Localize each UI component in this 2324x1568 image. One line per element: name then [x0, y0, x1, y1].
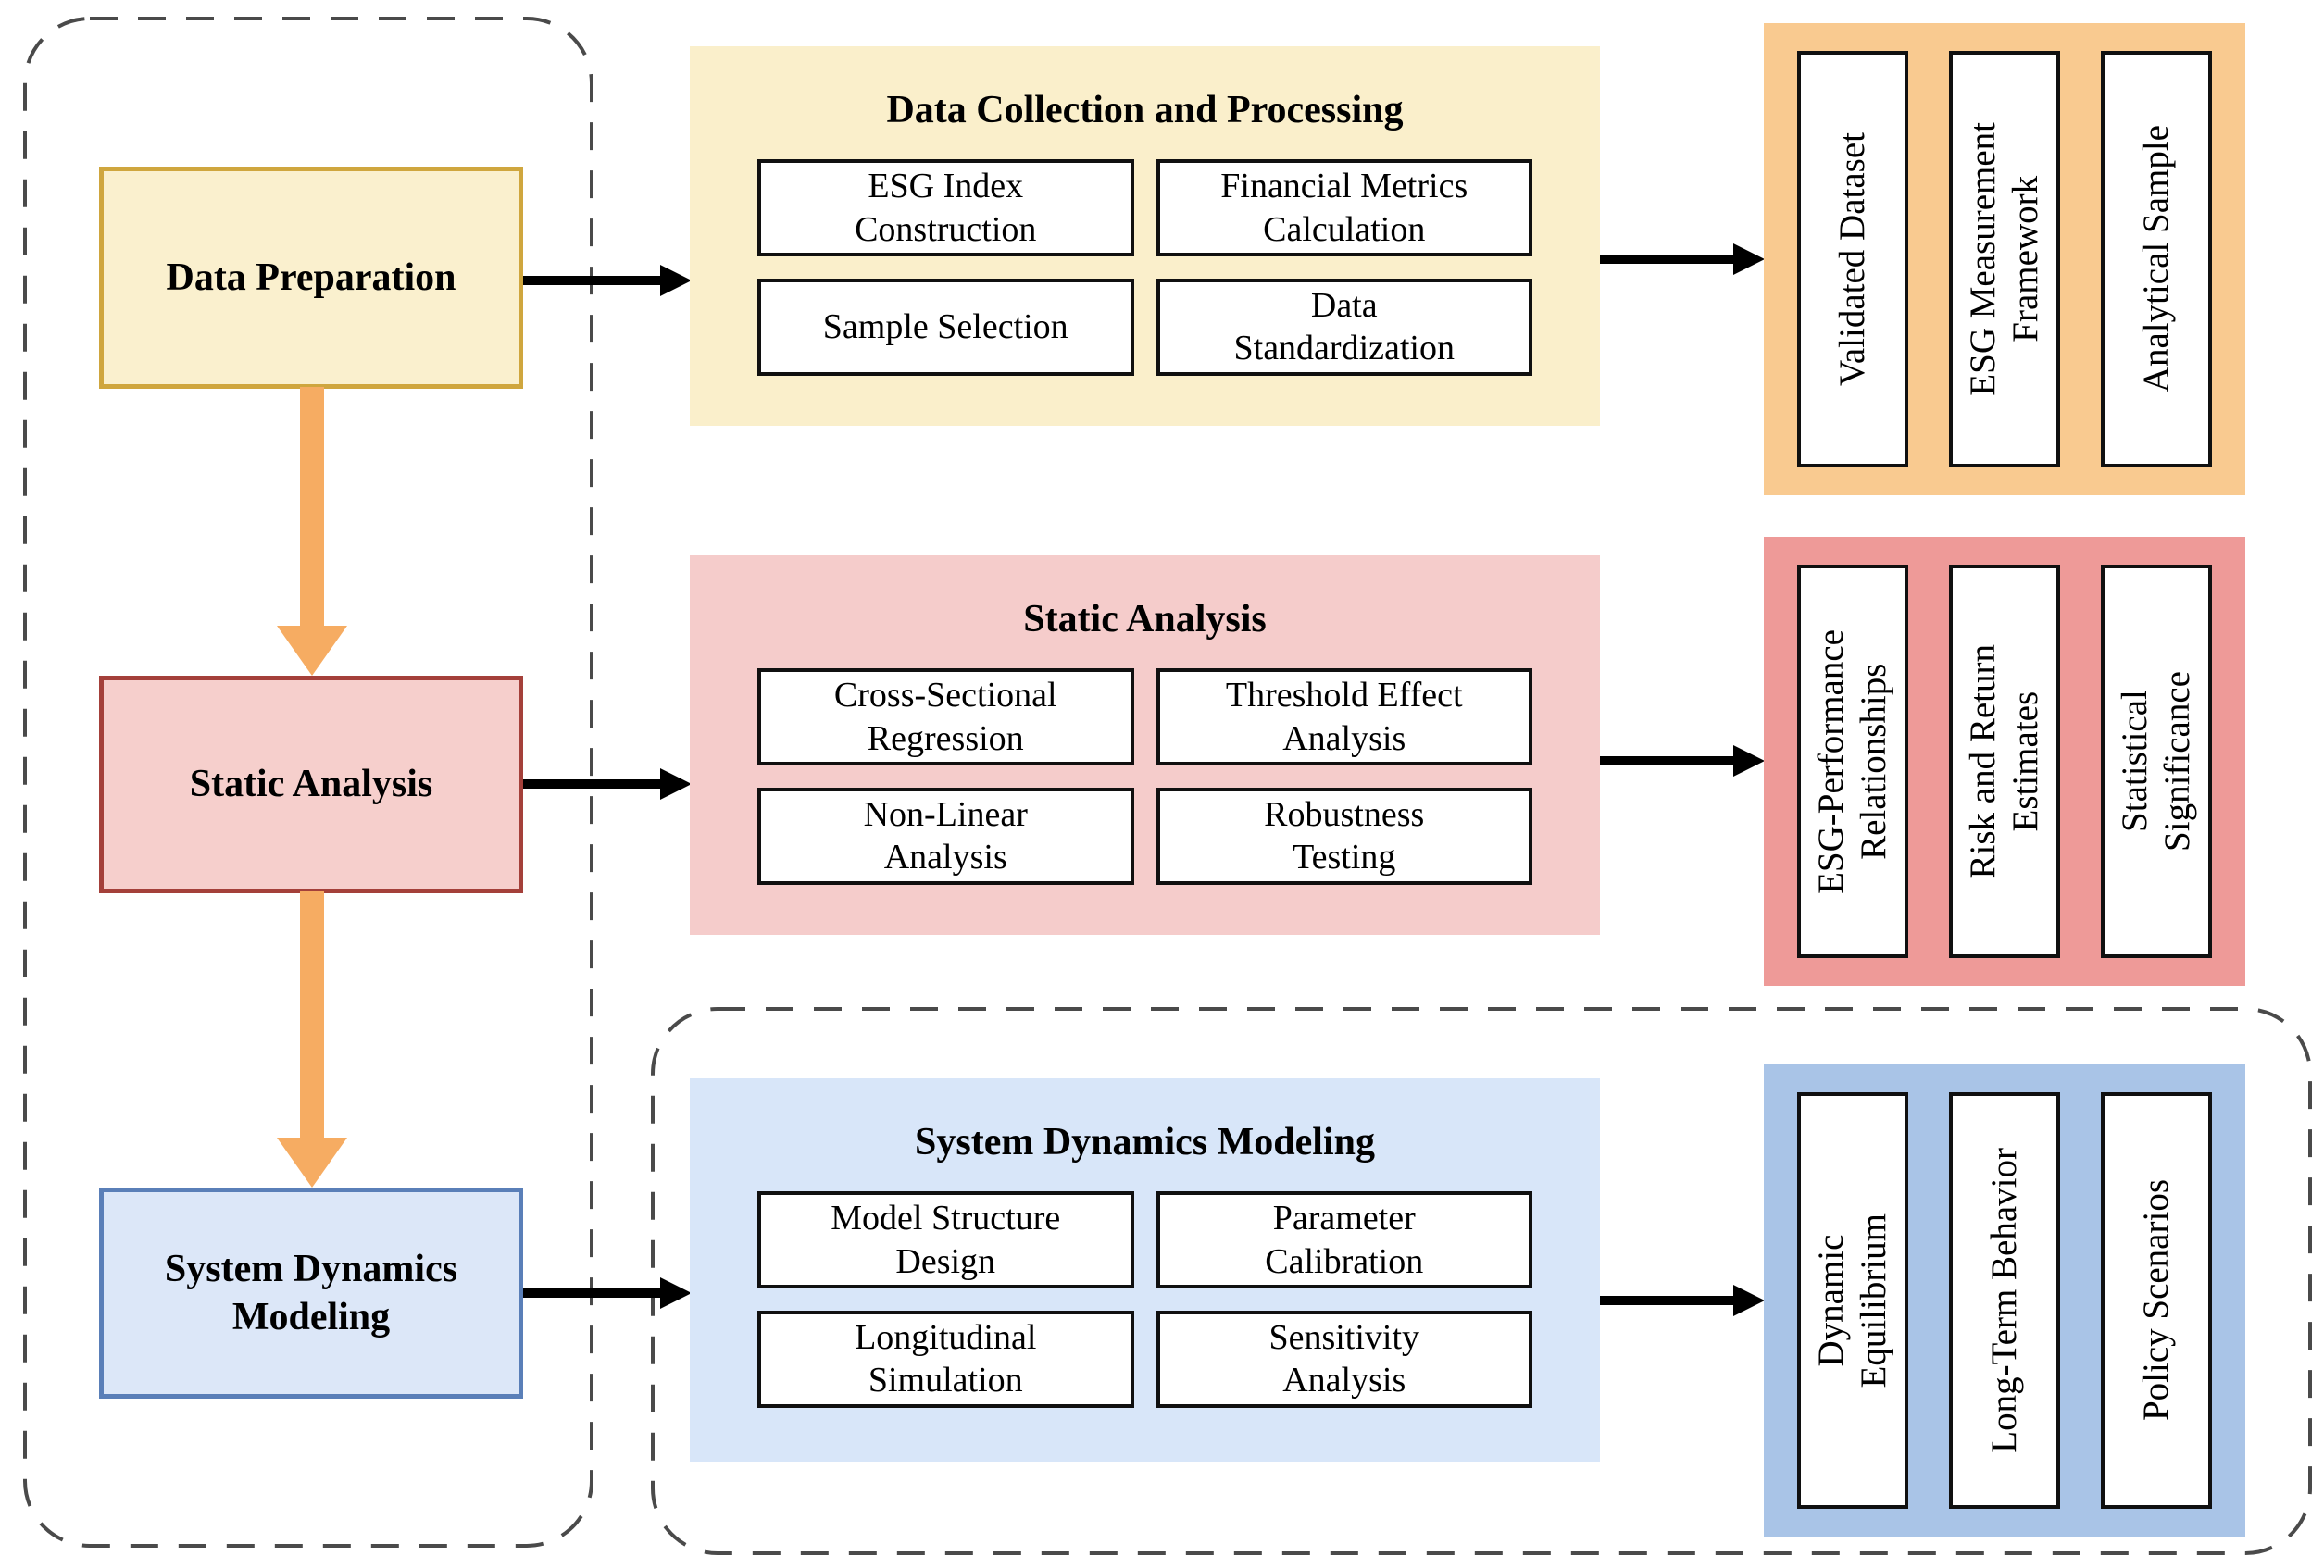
- process-item: Robustness Testing: [1156, 788, 1532, 885]
- output-item-label: Validated Dataset: [1831, 132, 1872, 386]
- output-item: Statistical Significance: [2101, 565, 2212, 958]
- connector-process1-to-output-shaft: [1600, 255, 1734, 264]
- stage-flow-arrow-1-head: [277, 626, 347, 676]
- output-item-label: Statistical Significance: [2114, 671, 2197, 852]
- connector-stage3-to-process-shaft: [523, 1288, 660, 1298]
- output-panel-data-preparation: Validated Dataset ESG Measurement Framew…: [1764, 23, 2245, 495]
- process-item: Financial Metrics Calculation: [1156, 159, 1532, 257]
- output-item: ESG Measurement Framework: [1949, 51, 2060, 467]
- output-panel-system-dynamics: Dynamic Equilibrium Long-Term Behavior P…: [1764, 1064, 2245, 1537]
- output-item: Policy Scenarios: [2101, 1092, 2212, 1509]
- process-panel-title: Static Analysis: [1023, 598, 1267, 641]
- connector-process3-to-output-head: [1733, 1285, 1765, 1316]
- stage-label-system-dynamics-modeling: System Dynamics Modeling: [164, 1247, 458, 1339]
- process-panel-data-collection: Data Collection and Processing ESG Index…: [690, 46, 1600, 426]
- process-item-grid: ESG Index Construction Financial Metrics…: [757, 159, 1532, 376]
- stage-box-system-dynamics-modeling: System Dynamics Modeling: [99, 1188, 523, 1399]
- connector-process3-to-output-shaft: [1600, 1296, 1734, 1305]
- stage-flow-arrow-2-head: [277, 1138, 347, 1188]
- connector-stage1-to-process-shaft: [523, 276, 660, 285]
- output-item: Long-Term Behavior: [1949, 1092, 2060, 1509]
- process-item: Threshold Effect Analysis: [1156, 668, 1532, 766]
- output-item-label: ESG-Performance Relationships: [1810, 628, 1893, 894]
- process-item: Sensitivity Analysis: [1156, 1311, 1532, 1408]
- connector-stage2-to-process-shaft: [523, 779, 660, 789]
- output-item-label: Analytical Sample: [2135, 125, 2176, 393]
- connector-stage2-to-process-head: [660, 768, 692, 800]
- phase-group-outline-system-dynamics: [651, 1007, 2312, 1555]
- output-item-label: Risk and Return Estimates: [1962, 643, 2045, 879]
- phase-group-outline-left: [23, 17, 593, 1548]
- process-item-grid: Cross-Sectional Regression Threshold Eff…: [757, 668, 1532, 885]
- process-item: Model Structure Design: [757, 1191, 1134, 1289]
- process-panel-title: Data Collection and Processing: [886, 89, 1404, 131]
- process-item-grid: Model Structure Design Parameter Calibra…: [757, 1191, 1532, 1408]
- connector-process2-to-output-head: [1733, 745, 1765, 777]
- stage-flow-arrow-1-shaft: [300, 387, 324, 626]
- output-panel-static-analysis: ESG-Performance Relationships Risk and R…: [1764, 537, 2245, 986]
- process-item: Non-Linear Analysis: [757, 788, 1134, 885]
- process-item: Parameter Calibration: [1156, 1191, 1532, 1289]
- output-item: Risk and Return Estimates: [1949, 565, 2060, 958]
- stage-label-static-analysis: Static Analysis: [189, 763, 433, 806]
- stage-box-static-analysis: Static Analysis: [99, 676, 523, 893]
- process-panel-title: System Dynamics Modeling: [915, 1121, 1375, 1164]
- output-item-label: ESG Measurement Framework: [1962, 122, 2045, 396]
- output-item-label: Dynamic Equilibrium: [1810, 1213, 1893, 1388]
- output-item-label: Long-Term Behavior: [1983, 1148, 2024, 1453]
- output-item: Validated Dataset: [1797, 51, 1908, 467]
- output-item: Dynamic Equilibrium: [1797, 1092, 1908, 1509]
- stage-flow-arrow-2-shaft: [300, 891, 324, 1138]
- process-item: Cross-Sectional Regression: [757, 668, 1134, 766]
- process-item: ESG Index Construction: [757, 159, 1134, 257]
- process-panel-system-dynamics: System Dynamics Modeling Model Structure…: [690, 1078, 1600, 1462]
- stage-box-data-preparation: Data Preparation: [99, 167, 523, 389]
- connector-stage1-to-process-head: [660, 265, 692, 296]
- output-item: Analytical Sample: [2101, 51, 2212, 467]
- output-item-label: Policy Scenarios: [2135, 1179, 2176, 1422]
- process-item: Longitudinal Simulation: [757, 1311, 1134, 1408]
- output-item: ESG-Performance Relationships: [1797, 565, 1908, 958]
- stage-label-data-preparation: Data Preparation: [166, 255, 456, 299]
- connector-process1-to-output-head: [1733, 243, 1765, 275]
- connector-stage3-to-process-head: [660, 1277, 692, 1309]
- process-item: Sample Selection: [757, 279, 1134, 376]
- connector-process2-to-output-shaft: [1600, 756, 1734, 765]
- process-item: Data Standardization: [1156, 279, 1532, 376]
- process-panel-static-analysis: Static Analysis Cross-Sectional Regressi…: [690, 555, 1600, 935]
